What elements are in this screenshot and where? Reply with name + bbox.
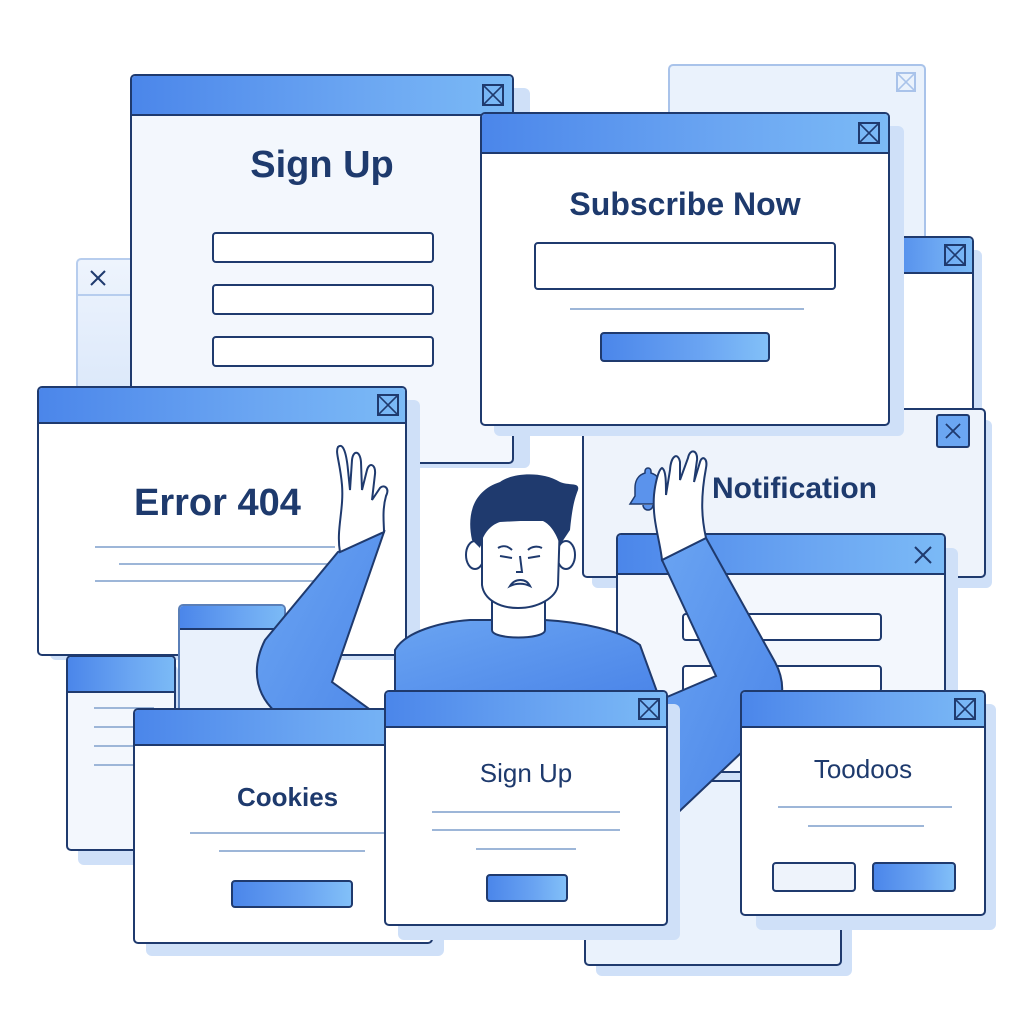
close-box-icon[interactable]: [858, 122, 880, 144]
signup-field-1[interactable]: [212, 232, 434, 263]
todos-confirm-button[interactable]: [872, 862, 956, 892]
popup-title: Error 404: [134, 482, 301, 524]
close-x-icon[interactable]: [912, 544, 934, 566]
popup-title: Subscribe Now: [569, 186, 801, 222]
close-box-icon[interactable]: [377, 394, 399, 416]
popup-title: Notification: [712, 472, 877, 505]
bell-icon: [628, 467, 668, 511]
close-x-icon[interactable]: [88, 268, 108, 288]
popup-signup-small: Sign Up: [384, 690, 668, 926]
popup-todos: Toodoos: [740, 690, 986, 916]
close-box-icon[interactable]: [954, 698, 976, 720]
close-box-icon[interactable]: [482, 84, 504, 106]
subscribe-email-field[interactable]: [534, 242, 836, 290]
popup-title: Toodoos: [813, 754, 913, 784]
close-box-icon[interactable]: [638, 698, 660, 720]
close-x-icon[interactable]: [936, 414, 970, 448]
popup-title: Sign Up: [250, 144, 394, 186]
todos-cancel-button[interactable]: [772, 862, 856, 892]
form-field-2[interactable]: [682, 665, 882, 693]
signup-submit-button[interactable]: [486, 874, 568, 902]
close-box-icon[interactable]: [944, 244, 966, 266]
popup-subscribe: Subscribe Now: [480, 112, 890, 426]
accept-cookies-button[interactable]: [231, 880, 353, 908]
popup-title: Sign Up: [479, 758, 573, 788]
popup-title: Cookies: [237, 782, 339, 812]
close-box-icon[interactable]: [896, 72, 916, 92]
signup-field-2[interactable]: [212, 284, 434, 315]
popup-cookies: Cookies: [133, 708, 433, 944]
form-field-1[interactable]: [682, 613, 882, 641]
signup-field-3[interactable]: [212, 336, 434, 367]
popup-tab-back: [178, 604, 286, 724]
subscribe-button[interactable]: [600, 332, 770, 362]
